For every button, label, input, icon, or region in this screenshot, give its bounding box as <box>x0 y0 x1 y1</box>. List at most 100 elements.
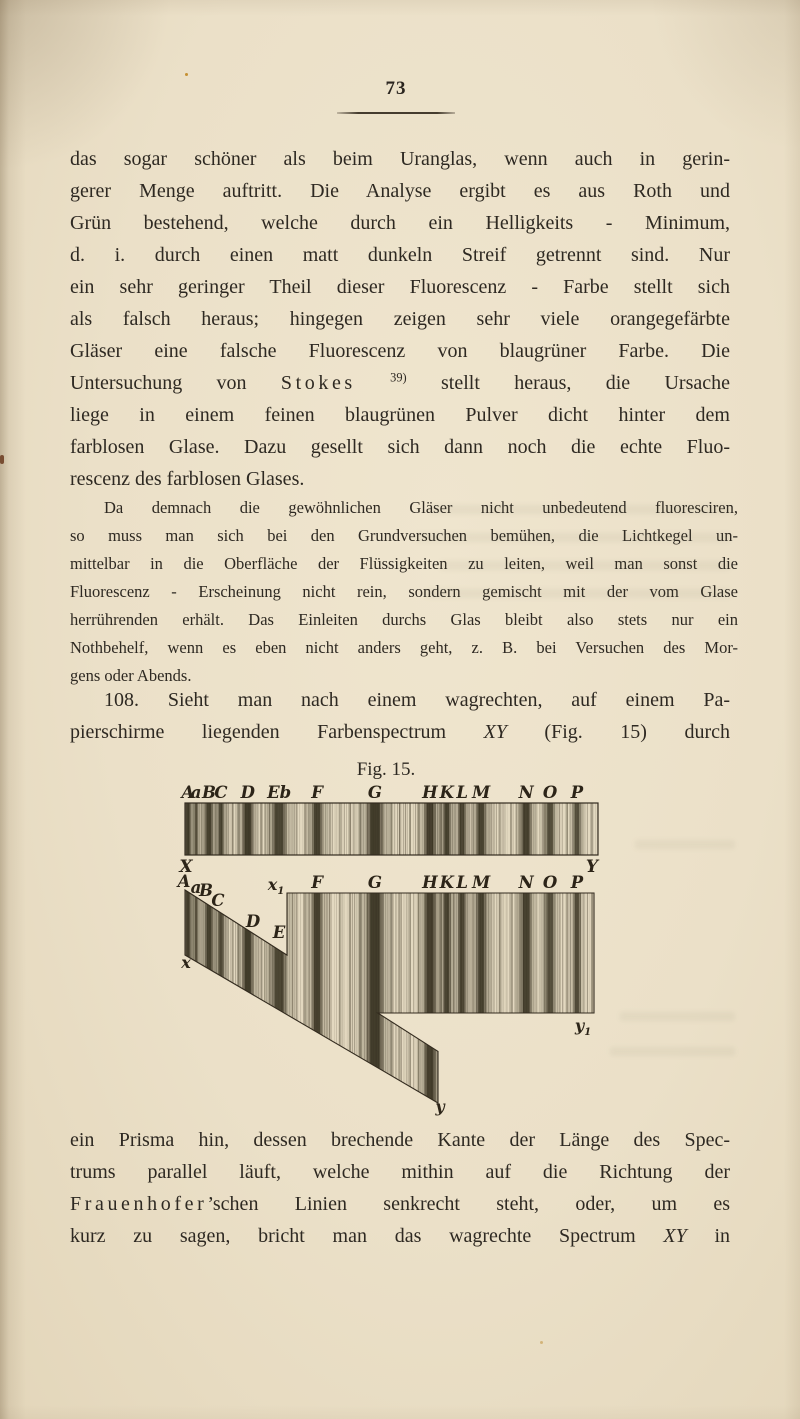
fraunhofer-line <box>476 890 487 1103</box>
fraunhofer-line-halo <box>192 803 201 855</box>
lower-rect-right-y1: y1 <box>574 1016 591 1038</box>
text-line: ein sehr geringer Theil dieser Fluoresce… <box>70 271 730 303</box>
fraunhofer-line-halo <box>417 890 442 1103</box>
upper-spectrum-hatching <box>185 803 598 855</box>
fraunhofer-line-core <box>195 803 198 855</box>
minor-spectral-line <box>338 803 341 855</box>
minor-spectral-line <box>409 803 411 855</box>
fraunhofer-line-core <box>444 803 450 855</box>
text-segment: liege in einem feinen blaugrünen Pulver … <box>70 404 730 426</box>
lower-line-label-H: H <box>421 873 439 892</box>
lower-spectrum-hatching <box>185 890 594 1103</box>
diagonal-line-label-a: a <box>191 878 202 897</box>
fraunhofer-line-core <box>206 803 212 855</box>
text-line: 108. Sieht man nach einem wagrechten, au… <box>70 684 730 716</box>
fraunhofer-line-halo <box>515 803 538 855</box>
fraunhofer-line-core <box>370 803 380 855</box>
text-segment: herrührenden erhält. Das Einleiten durch… <box>70 610 738 629</box>
fraunhofer-line-halo <box>471 890 492 1103</box>
text-segment: ’schen Linien senkrecht steht, oder, um … <box>207 1193 730 1215</box>
text-line: farblosen Glase. Dazu gesellt sich dann … <box>70 431 730 463</box>
minor-spectral-line <box>359 803 362 855</box>
text-segment: Untersuchung von <box>70 372 281 394</box>
fraunhofer-line <box>423 890 436 1103</box>
minor-spectral-line <box>498 890 501 1103</box>
minor-spectral-line <box>390 803 393 855</box>
fraunhofer-line <box>185 890 191 1103</box>
lower-line-label-L: L <box>455 873 468 892</box>
fraunhofer-line <box>194 803 199 855</box>
fraunhofer-line <box>271 803 287 855</box>
fraunhofer-line-core <box>574 803 580 855</box>
line-label-C: C <box>214 783 227 802</box>
text-segment: als falsch heraus; hingegen zeigen sehr … <box>70 308 730 330</box>
minor-spectral-line <box>543 890 546 1103</box>
text-segment-sp: Frauenhofer <box>70 1193 208 1215</box>
minor-spectral-line <box>303 803 306 855</box>
fraunhofer-line-halo <box>185 890 194 1103</box>
text-segment: Grün bestehend, welche durch ein Helligk… <box>70 212 730 234</box>
fraunhofer-line-core <box>186 890 190 1103</box>
minor-spectral-line <box>510 890 513 1103</box>
fraunhofer-line-core <box>459 803 465 855</box>
fraunhofer-line-halo <box>264 890 295 1103</box>
fraunhofer-line <box>366 890 384 1103</box>
lower-line-label-F: F <box>310 873 324 892</box>
minor-spectral-line <box>409 890 411 1103</box>
fraunhofer-line-halo <box>214 890 227 1103</box>
text-line: liege in einem feinen blaugrünen Pulver … <box>70 399 730 431</box>
text-line: rescenz des farblosen Glases. <box>70 463 730 495</box>
lower-line-label-M: M <box>471 873 491 892</box>
lower-spectrum-outline <box>184 888 595 1104</box>
fraunhofer-line <box>242 890 254 1103</box>
fraunhofer-line-halo <box>306 890 329 1103</box>
line-label-a: a <box>191 783 202 802</box>
fraunhofer-line-halo <box>454 803 471 855</box>
fraunhofer-line <box>458 803 467 855</box>
text-line: herrührenden erhält. Das Einleiten durch… <box>70 606 738 634</box>
fraunhofer-line <box>572 803 581 855</box>
diagonal-line-label-E: E <box>272 923 286 942</box>
text-line: ein Prisma hin, dessen brechende Kante d… <box>70 1124 730 1156</box>
line-label-P: P <box>570 783 584 802</box>
text-line: mittelbar in die Oberfläche der Flüssigk… <box>70 550 738 578</box>
minor-spectral-line <box>566 890 568 1103</box>
fraunhofer-line-core <box>426 890 434 1103</box>
lower-line-label-O: O <box>543 873 558 892</box>
fraunhofer-line-halo <box>264 803 295 855</box>
minor-spectral-line <box>417 803 420 855</box>
text-segment-it: XY <box>483 721 507 743</box>
fraunhofer-line-core <box>444 890 450 1103</box>
fraunhofer-line-halo <box>236 890 259 1103</box>
text-segment: d. i. durch einen matt dunkeln Streif ge… <box>70 244 730 266</box>
text-segment: gens oder Abends. <box>70 666 192 685</box>
text-segment: in <box>686 1225 731 1247</box>
text-segment: gerer Menge auftritt. Die Analyse ergibt… <box>70 180 730 202</box>
fraunhofer-line-halo <box>200 890 217 1103</box>
minor-spectral-line <box>237 890 240 1103</box>
fraunhofer-line-core <box>244 803 251 855</box>
fraunhofer-line-halo <box>540 803 561 855</box>
line-label-D: D <box>240 783 256 802</box>
fraunhofer-line <box>194 890 199 1103</box>
fraunhofer-line <box>545 890 556 1103</box>
lower-rect-left-x1: x1 <box>267 875 284 897</box>
fraunhofer-line-halo <box>306 803 329 855</box>
fraunhofer-line-core <box>244 890 251 1103</box>
fraunhofer-line-halo <box>417 803 442 855</box>
paragraph: ein Prisma hin, dessen brechende Kante d… <box>70 1124 730 1252</box>
text-segment: farblosen Glase. Dazu gesellt sich dann … <box>70 436 730 458</box>
minor-spectral-line <box>398 890 401 1103</box>
text-segment: ein Prisma hin, dessen brechende Kante d… <box>70 1129 730 1151</box>
minor-spectral-line <box>338 890 341 1103</box>
text-line: das sogar schöner als beim Uranglas, wen… <box>70 143 730 175</box>
minor-spectral-line <box>349 803 352 855</box>
minor-spectral-line <box>458 890 461 1103</box>
text-segment: rescenz des farblosen Glases. <box>70 468 305 490</box>
text-line: Fluorescenz - Erscheinung nicht rein, so… <box>70 578 738 606</box>
fraunhofer-line-core <box>547 803 553 855</box>
text-line: Nothbehelf, wenn es eben nicht anders ge… <box>70 634 738 662</box>
minor-spectral-line <box>231 890 234 1103</box>
fraunhofer-line <box>520 890 532 1103</box>
text-segment: (Fig. 15) durch <box>506 721 730 743</box>
